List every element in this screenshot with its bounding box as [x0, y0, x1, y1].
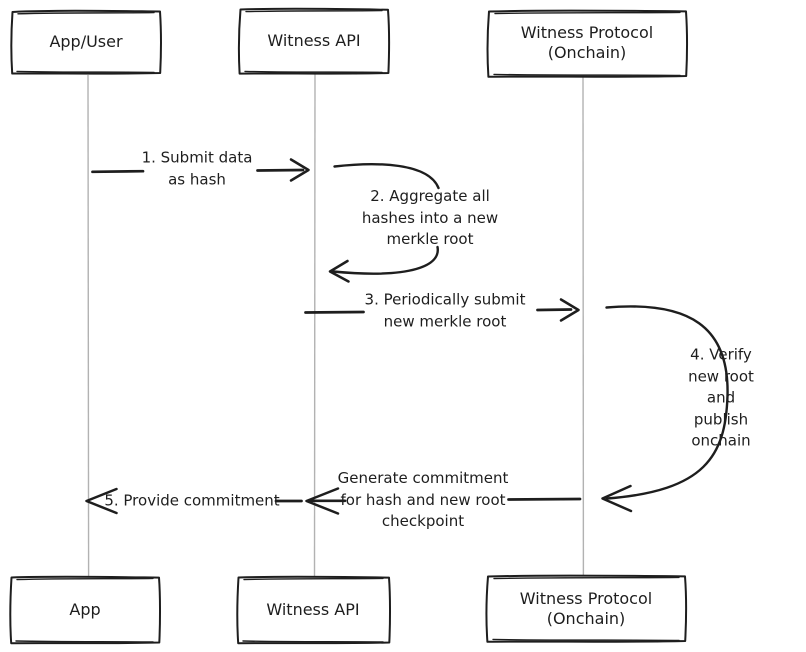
actor-box-witness-protocol-bottom — [485, 574, 687, 643]
message-label-5a: Generate commitment for hash and new roo… — [337, 468, 509, 530]
message-label-2: 2. Aggregate all hashes into a new merkl… — [361, 186, 499, 248]
lifeline-witness-api — [313, 73, 316, 577]
message-label-4: 4. Verify new root and publish onchain — [688, 345, 754, 450]
actor-label-witness-protocol-bottom: Witness Protocol (Onchain) — [519, 589, 653, 628]
actor-label-app-user-top: App/User — [49, 32, 123, 51]
message-arrow-3 — [304, 298, 580, 322]
actor-label-app-bottom: App — [69, 600, 101, 619]
actor-box-witness-protocol-top — [486, 9, 688, 78]
message-selfloop-2 — [328, 163, 440, 283]
actor-box-witness-api-bottom — [236, 575, 392, 645]
actor-label-witness-api-top: Witness API — [267, 31, 361, 50]
actor-box-app-bottom — [9, 575, 162, 645]
message-label-5b: 5. Provide commitment — [104, 491, 280, 510]
message-arrow-5b — [85, 487, 303, 515]
actor-label-witness-protocol-top: Witness Protocol (Onchain) — [520, 23, 654, 62]
actor-box-app-user-top — [10, 9, 162, 75]
message-selfloop-4 — [601, 305, 729, 513]
message-label-3: 3. Periodically submit new merkle root — [364, 290, 526, 331]
actor-label-witness-api-bottom: Witness API — [266, 600, 360, 619]
message-arrow-5a — [305, 487, 582, 515]
message-arrow-1 — [91, 158, 310, 182]
lifeline-app-user — [87, 74, 90, 577]
actor-box-witness-api-top — [237, 7, 391, 75]
message-label-1: 1. Submit data as hash — [141, 148, 253, 189]
